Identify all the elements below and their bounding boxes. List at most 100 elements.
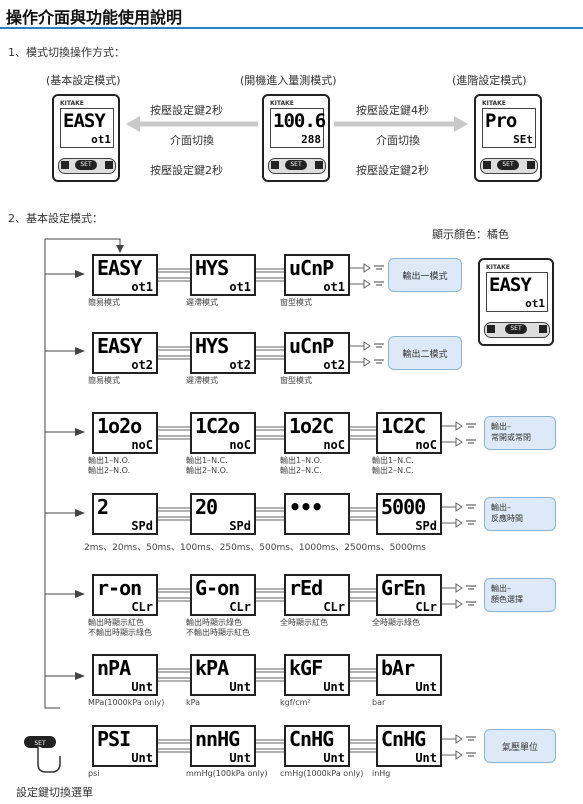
lcd-caption: 輸出2–N.C.	[280, 466, 322, 475]
switch-label: 介面切換	[170, 134, 214, 147]
output-arrows	[442, 583, 476, 609]
lcd-bottom: SEt	[513, 133, 533, 146]
box-line: 輸出–	[491, 584, 511, 593]
press-label: 按壓設定鍵2秒	[356, 164, 429, 177]
double-connector	[158, 426, 190, 440]
lcd-caption: 全時顯示綠色	[372, 618, 420, 627]
lcd-bottom: ot2	[229, 358, 251, 372]
setting-category-box: 輸出–反應時間	[484, 497, 556, 531]
set-key-hand-icon: SET	[20, 734, 64, 774]
double-connector	[158, 346, 190, 360]
double-connector	[350, 739, 376, 753]
double-connector	[158, 268, 190, 282]
lcd-caption: 簡易模式	[88, 376, 120, 385]
arrow-left-head	[126, 116, 140, 132]
lcd-caption: 輸出2–N.O.	[186, 466, 229, 475]
output-arrows	[442, 734, 476, 760]
mode-label-advanced: (進階設定模式)	[452, 74, 527, 87]
down-key[interactable]	[487, 325, 495, 333]
down-key[interactable]	[61, 161, 69, 169]
lcd-top: EASY	[97, 256, 142, 280]
lcd-caption: kPa	[186, 698, 200, 707]
device-logo: KITAKE	[270, 100, 294, 107]
double-connector	[158, 739, 190, 753]
lcd-bottom: Unt	[131, 751, 153, 765]
box-line: 常開或常閉	[491, 433, 531, 442]
setting-category-box: 輸出–顏色選擇	[484, 578, 556, 612]
up-key[interactable]	[539, 325, 547, 333]
device-buttons: SET	[268, 158, 326, 174]
up-key[interactable]	[105, 161, 113, 169]
lcd-bottom: CLr	[323, 600, 345, 614]
lcd-top: EASY	[97, 334, 142, 358]
up-key[interactable]	[315, 161, 323, 169]
up-key[interactable]	[527, 161, 535, 169]
device-measure-mode: KITAKE 100.6 288 SET	[262, 94, 330, 182]
lcd-top: GrEn	[381, 576, 426, 600]
press-label: 按壓設定鍵4秒	[356, 104, 429, 117]
lcd-caption: kgf/cm²	[280, 698, 311, 707]
lcd-bottom: ot2	[323, 358, 345, 372]
lcd-bottom: noC	[323, 438, 345, 452]
lcd-bottom: SPd	[131, 519, 153, 533]
set-key[interactable]: SET	[285, 160, 307, 170]
lcd-caption: 輸出1–N.C.	[372, 456, 414, 465]
lcd-bottom: SPd	[229, 519, 251, 533]
lcd-caption: psi	[88, 769, 100, 778]
double-connector	[256, 588, 284, 602]
box-line: 輸出一模式	[402, 271, 448, 282]
lcd-bottom: ot1	[229, 280, 251, 294]
setting-category-box: 氣壓單位	[484, 729, 556, 763]
press-label: 按壓設定鍵2秒	[150, 164, 223, 177]
lcd-top: 1C2o	[195, 414, 240, 438]
lcd-bottom: Unt	[415, 680, 437, 694]
lcd-top: bAr	[381, 656, 415, 680]
device-display-color: KITAKE EASY ot1 SET	[478, 258, 554, 346]
lcd-caption: 簡易模式	[88, 298, 120, 307]
lcd-caption: 輸出1–N.O.	[280, 456, 323, 465]
arrow-right-head	[454, 116, 468, 132]
device-screen: Pro SEt	[482, 108, 536, 148]
press-label: 按壓設定鍵2秒	[150, 104, 223, 117]
switch-label: 介面切換	[376, 134, 420, 147]
down-key[interactable]	[483, 161, 491, 169]
lcd-bottom: Unt	[415, 751, 437, 765]
set-key[interactable]: SET	[505, 324, 527, 334]
lcd-top: 1o2C	[289, 414, 334, 438]
lcd-caption: MPa(1000kPa only)	[88, 698, 165, 707]
lcd-top: r-on	[97, 576, 142, 600]
device-buttons: SET	[480, 158, 538, 174]
box-line: 輸出–	[491, 422, 511, 431]
output-arrows	[442, 502, 476, 528]
down-key[interactable]	[271, 161, 279, 169]
lcd-top: kGF	[289, 656, 323, 680]
lcd-bottom: CLr	[131, 600, 153, 614]
mode-label-measure: (開機進入量測模式)	[240, 74, 337, 87]
set-key[interactable]: SET	[75, 160, 97, 170]
lcd-bottom: SPd	[415, 519, 437, 533]
double-connector	[256, 668, 284, 682]
lcd-caption: 窗型模式	[280, 298, 312, 307]
lcd-bottom: ot2	[131, 358, 153, 372]
section-1-heading: 1、模式切換操作方式：	[8, 46, 125, 59]
mode-label-basic: (基本設定模式)	[46, 74, 121, 87]
lcd-caption: 全時顯示紅色	[280, 618, 328, 627]
set-key[interactable]: SET	[497, 160, 519, 170]
box-line: 輸出–	[491, 503, 511, 512]
setting-category-box: 輸出二模式	[388, 336, 462, 370]
lcd-top: CnHG	[289, 727, 334, 751]
lcd-top: Pro	[485, 110, 517, 132]
lcd-top: nPA	[97, 656, 131, 680]
lcd-bottom: noC	[229, 438, 251, 452]
